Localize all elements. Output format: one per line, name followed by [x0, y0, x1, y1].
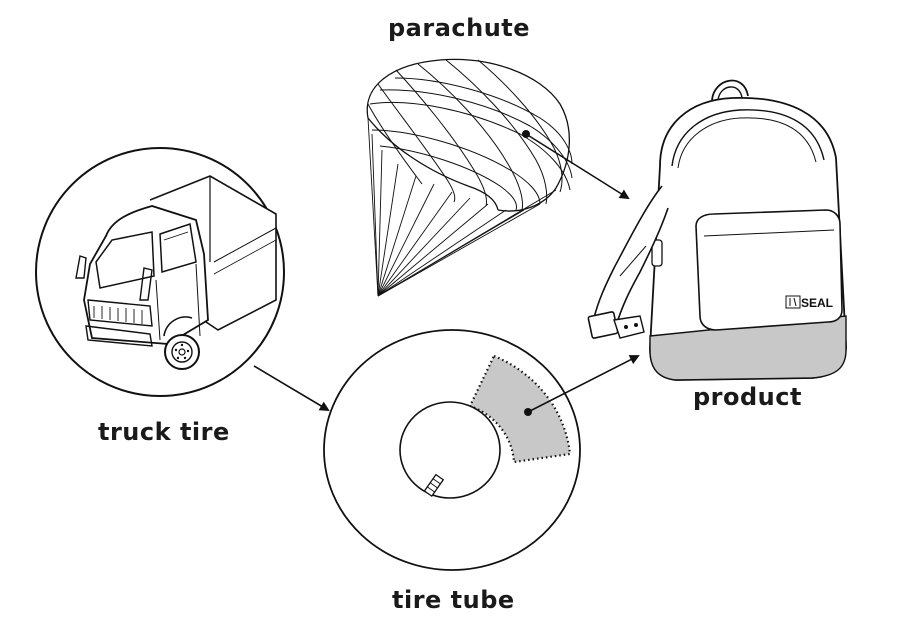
- flow-arrows: [253, 130, 640, 416]
- truck-circle-frame: [35, 147, 285, 397]
- truck-wheel: [163, 316, 200, 370]
- tire-tube-illustration: [323, 329, 581, 571]
- arrow-truck-to-tube: [253, 365, 330, 412]
- tube-inner: [399, 401, 501, 499]
- parachute-illustration: [366, 58, 573, 297]
- parachute-canopy: [366, 58, 570, 212]
- arrow-parachute-to-product: [522, 130, 630, 200]
- parachute-label: parachute: [388, 14, 531, 42]
- tire-tube-label: tire tube: [392, 586, 515, 614]
- truck-tire-label: truck tire: [98, 418, 230, 446]
- truck-tire-illustration: [35, 147, 285, 397]
- tube-highlight-segment: [468, 354, 572, 464]
- product-label: product: [693, 383, 802, 411]
- backpack-bottom-panel: [649, 315, 847, 381]
- seal-logo: SEAL: [785, 295, 833, 310]
- arrow-tube-to-product: [524, 355, 640, 416]
- backpack-front-pocket: [695, 209, 843, 331]
- valve-stem: [423, 473, 445, 498]
- backpack-illustration: SEAL: [587, 79, 847, 381]
- seal-logo-text: SEAL: [801, 296, 833, 310]
